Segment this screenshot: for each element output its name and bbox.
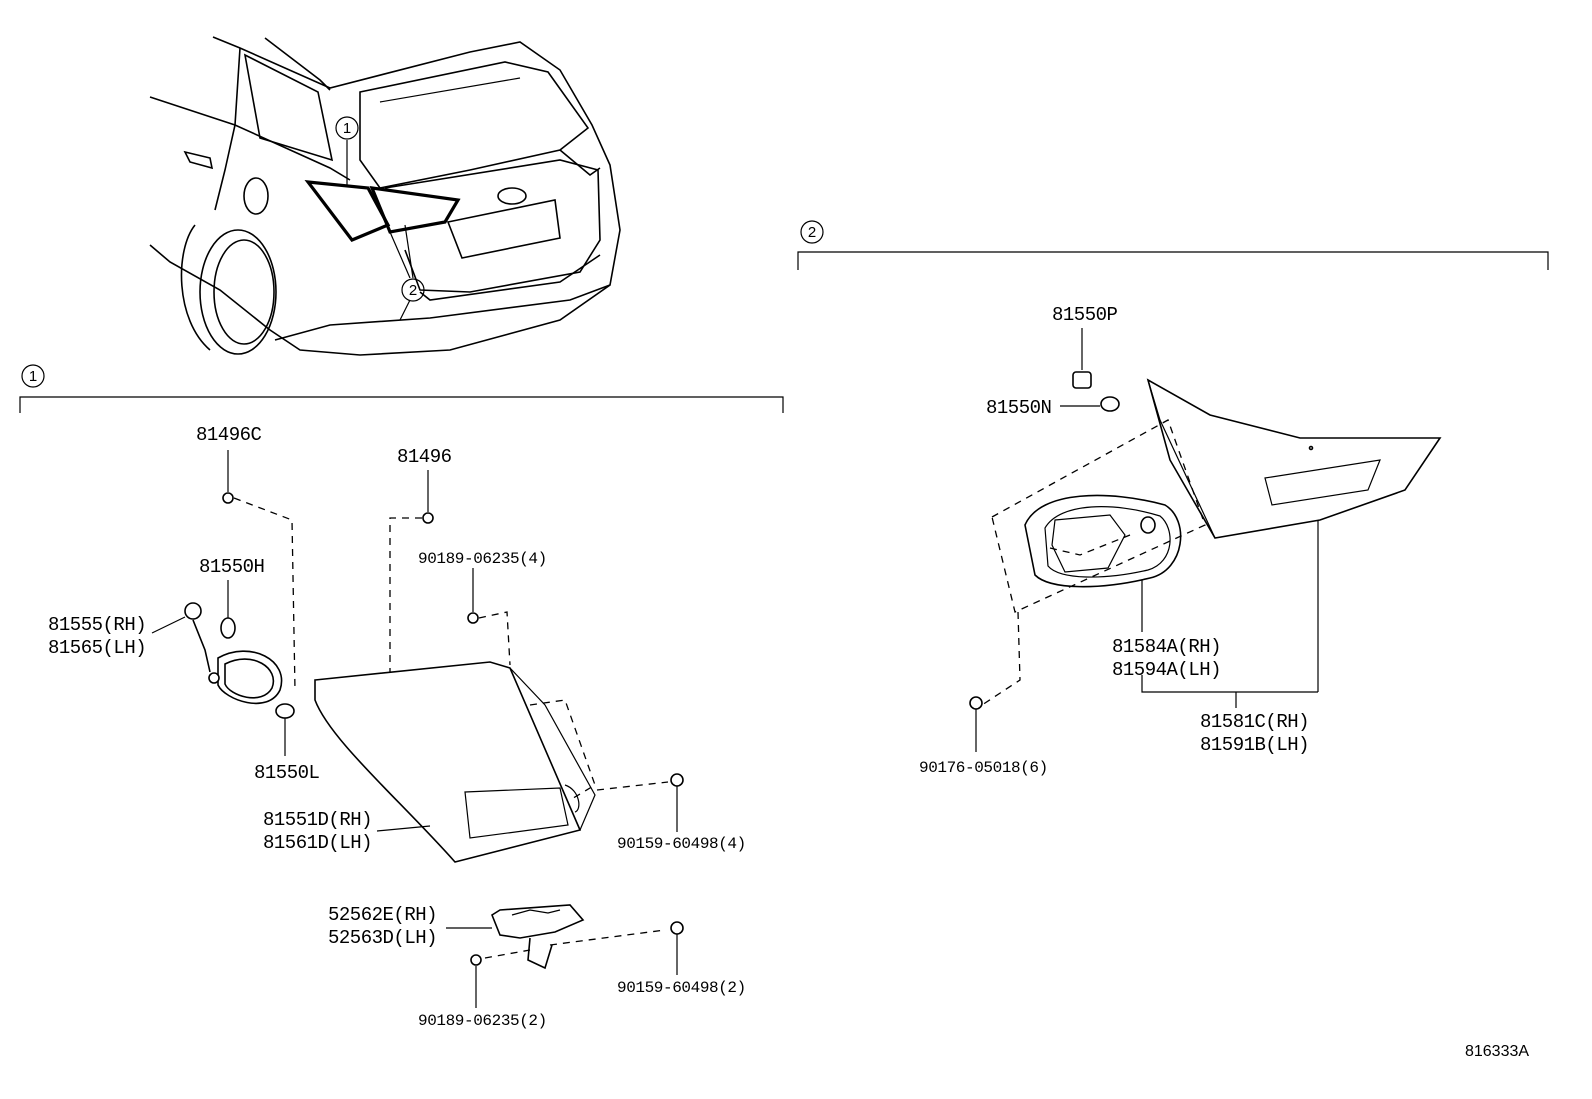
label-81496c: 81496C [196,424,262,446]
callout-1-vehicle: 1 [335,116,359,140]
bulb-81550n [1060,396,1120,412]
vehicle-overview-illustration [149,36,621,356]
label-81496: 81496 [397,446,452,468]
label-90189-06235-2: 90189-06235(2) [418,1012,547,1030]
label-81550n: 81550N [986,397,1051,419]
svg-text:2: 2 [808,224,816,241]
bulb-81550l [275,703,295,756]
section-2-parts [969,328,1442,752]
socket-wire-81555 [151,602,283,705]
back-door-lamp-81581c [1146,378,1442,692]
label-90189-06235-4: 90189-06235(4) [418,550,547,568]
nut-90159-60498-4 [670,773,684,832]
bracket-52562e [446,904,666,970]
label-81584a-rh: 81584A(RH) [1112,636,1221,658]
socket-81550p [1072,328,1092,389]
section-1-frame: 1 [19,364,784,413]
label-81594a-lh: 81594A(LH) [1112,659,1221,681]
label-90176-05018-6: 90176-05018(6) [919,759,1048,777]
label-81561d-lh: 81561D(LH) [263,832,372,854]
nut-90159-60498-2 [670,921,684,975]
bulb-81550h [220,580,236,639]
label-81551d-rh: 81551D(RH) [263,809,372,831]
label-81591b-lh: 81591B(LH) [1200,734,1309,756]
label-52562e-rh: 52562E(RH) [328,904,437,926]
svg-text:1: 1 [343,120,351,137]
screw-90189-06235-2 [470,954,482,1008]
label-90159-60498-4: 90159-60498(4) [617,835,746,853]
tail-lamp-81551d [314,661,669,863]
section-2-frame: 2 [797,220,1549,270]
clip-81496c [222,450,296,691]
clip-90176-05018 [969,611,1021,752]
callout-2-vehicle: 2 [401,278,425,302]
label-81555-rh: 81555(RH) [48,614,146,636]
screw-90189-06235-4 [467,568,511,666]
svg-text:1: 1 [29,368,37,385]
label-81550h: 81550H [199,556,264,578]
svg-text:2: 2 [409,282,417,299]
label-81581c-rh: 81581C(RH) [1200,711,1309,733]
label-81550p: 81550P [1052,304,1118,326]
label-81550l: 81550L [254,762,320,784]
label-81565-lh: 81565(LH) [48,637,146,659]
gasket-81584a [1024,494,1182,632]
label-52563d-lh: 52563D(LH) [328,927,437,949]
figure-code: 816333A [1465,1043,1529,1060]
section-1-parts [151,450,684,1008]
label-90159-60498-2: 90159-60498(2) [617,979,746,997]
